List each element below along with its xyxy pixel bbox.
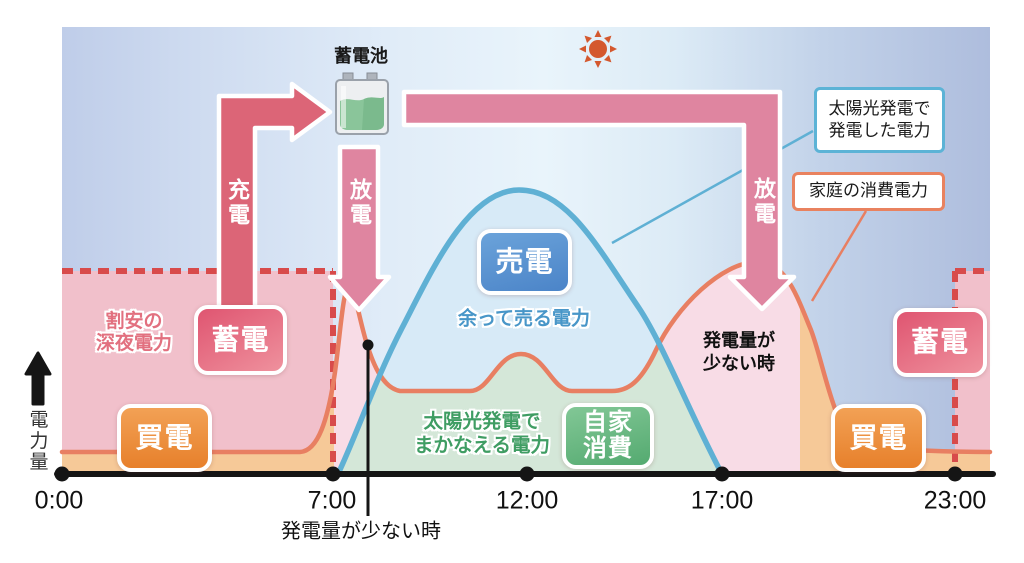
y-axis-label: 電力量 — [26, 409, 48, 473]
tick-dot — [947, 466, 963, 482]
home-consumption-callout: 家庭の消費電力 — [792, 172, 945, 211]
buy-badge-right: 買電 — [831, 404, 926, 472]
tick-2300: 23:00 — [923, 486, 987, 515]
morning-marker-dot — [362, 339, 374, 351]
low-generation-morning-label: 発電量が少ない時 — [281, 520, 441, 543]
discharge-arrow-morning — [327, 144, 392, 313]
solar-generated-callout: 太陽光発電で 発電した電力 — [814, 87, 945, 153]
discharge-evening-label: 放電 — [751, 177, 776, 227]
tick-dots — [54, 466, 963, 482]
discharge-arrow-evening — [401, 89, 797, 312]
battery-icon — [335, 72, 389, 135]
surplus-sold-label: 余って売る電力 — [457, 308, 591, 330]
sell-badge: 売電 — [477, 229, 572, 295]
solar-curve — [335, 187, 725, 477]
discharge-morning-label: 放電 — [347, 178, 372, 228]
solar-covered-label: 太陽光発電で まかなえる電力 — [414, 410, 550, 457]
sun-icon — [579, 30, 617, 68]
tick-dot — [519, 466, 535, 482]
tick-1700: 17:00 — [690, 486, 754, 515]
self-consumption-badge: 自家 消費 — [562, 403, 654, 469]
tick-1200: 12:00 — [495, 486, 559, 515]
cheap-night-power-label: 割安の 深夜電力 — [95, 311, 173, 354]
buy-badge-left: 買電 — [117, 404, 212, 472]
y-axis-arrow — [24, 351, 52, 406]
tick-dot — [325, 466, 341, 482]
low-generation-evening-label: 発電量が 少ない時 — [703, 330, 775, 374]
tick-dot — [54, 466, 70, 482]
store-badge-left: 蓄電 — [194, 305, 287, 375]
charge-arrow — [216, 81, 333, 313]
tick-dot — [714, 466, 730, 482]
consumption-callout-line — [810, 210, 868, 302]
tick-0000: 0:00 — [34, 486, 84, 515]
store-badge-right: 蓄電 — [893, 308, 987, 377]
battery-label: 蓄電池 — [334, 46, 388, 66]
charge-flow-label: 充電 — [225, 178, 250, 228]
buy-region-right — [800, 303, 990, 474]
tick-0700: 7:00 — [307, 486, 357, 515]
